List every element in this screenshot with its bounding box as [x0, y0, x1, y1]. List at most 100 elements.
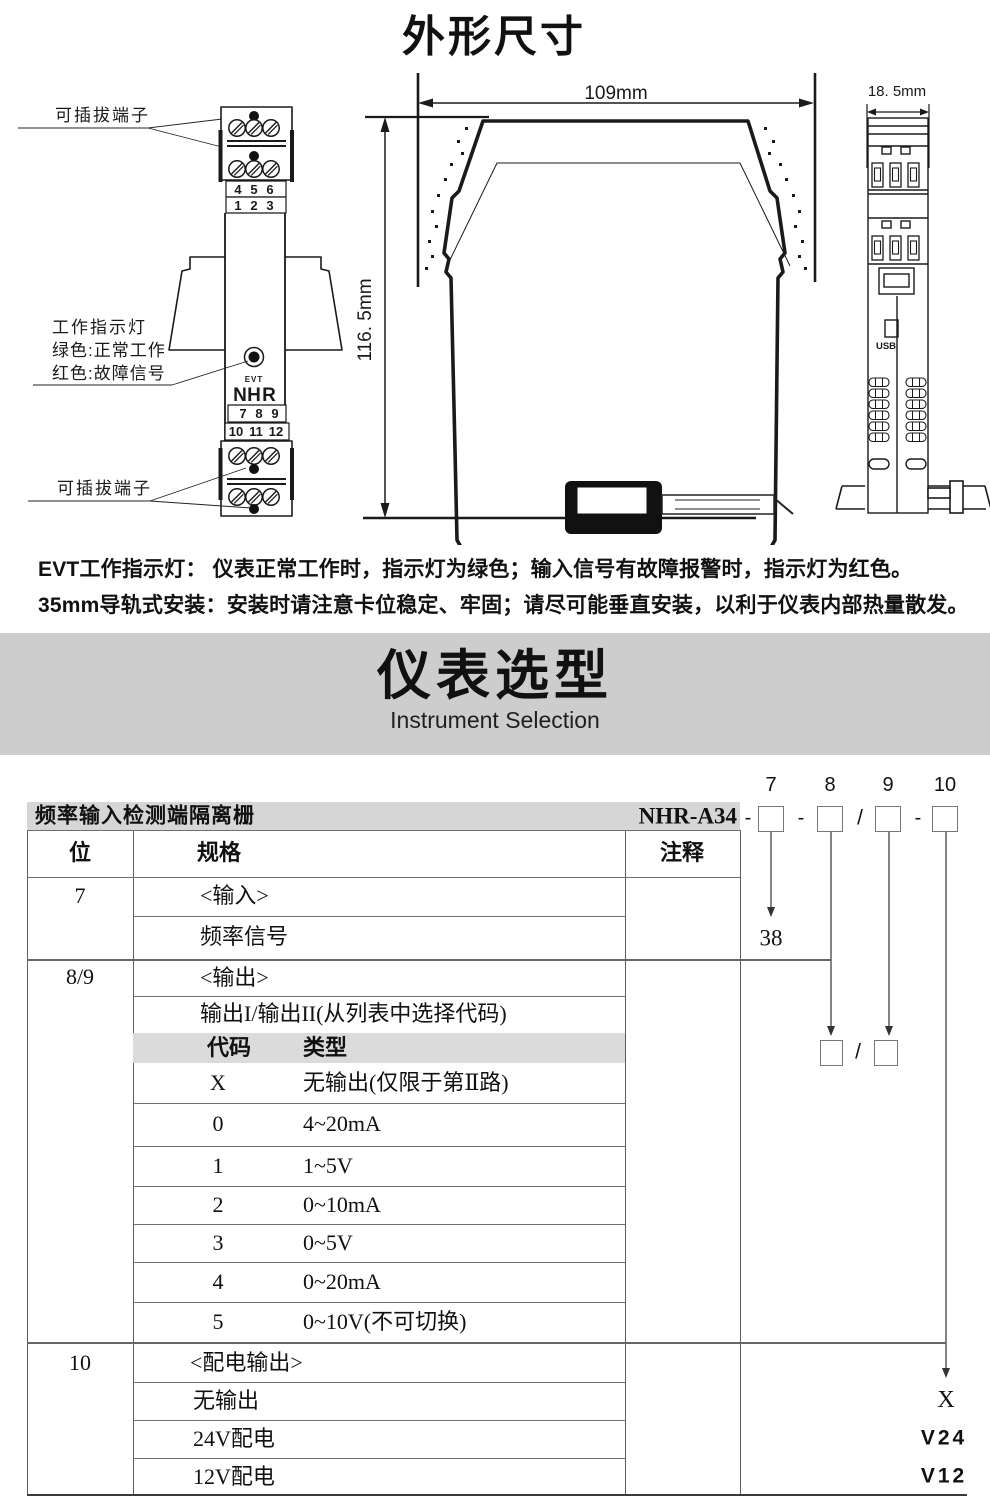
- product-name: 频率输入检测端隔离栅: [35, 804, 255, 828]
- digit-label-10: 10: [933, 774, 957, 796]
- vent-slots: [868, 377, 927, 443]
- position-7: 7: [74, 883, 86, 908]
- output-type: 0~5V: [303, 1230, 353, 1255]
- code-box-7: [758, 806, 784, 832]
- separator-slash: /: [857, 806, 863, 830]
- terminal-numbers-top: 4 5 6 1 2 3: [225, 180, 287, 214]
- svg-text:8: 8: [255, 406, 262, 421]
- banner-subtitle: Instrument Selection: [390, 707, 600, 734]
- output-code: 4: [212, 1269, 224, 1294]
- separator-dash: -: [914, 807, 922, 829]
- svg-text:R: R: [262, 385, 276, 406]
- led-callout-line3: 红色:故障信号: [52, 364, 166, 383]
- power-code-v12: V12: [920, 1464, 968, 1488]
- output-type: 4~20mA: [303, 1111, 381, 1136]
- code-box-8: [817, 806, 843, 832]
- col-header-note: 注释: [659, 840, 705, 865]
- terminal-numbers-bottom: 7 8 9 10 11 12: [224, 404, 290, 441]
- note-evt-indicator: EVT工作指示灯： 仪表正常工作时，指示灯为绿色；输入信号有故障报警时，指示灯为…: [38, 558, 913, 581]
- depth-dimension-label: 18. 5mm: [868, 83, 926, 100]
- power-code-v24: V24: [920, 1426, 968, 1450]
- release-clip-dot: [249, 464, 259, 474]
- code-box-10: [932, 806, 958, 832]
- height-dimension-label: 116. 5mm: [355, 278, 376, 361]
- power-option: 24V配电: [193, 1426, 275, 1451]
- dimension-drawings: 可插拔端子 4 5 6 1 2 3: [18, 73, 990, 545]
- din-rail: [168, 256, 343, 351]
- svg-text:6: 6: [266, 182, 273, 197]
- output-type: 无输出(仅限于第Ⅱ路): [303, 1070, 509, 1095]
- release-clip-dot: [249, 111, 259, 121]
- svg-text:10: 10: [229, 424, 243, 439]
- svg-text:H: H: [247, 385, 261, 406]
- pluggable-terminal-label-bottom: 可插拔端子: [57, 479, 152, 498]
- svg-text:9: 9: [271, 406, 278, 421]
- release-clip-dot: [249, 504, 259, 514]
- output-type: 1~5V: [303, 1153, 353, 1178]
- svg-text:2: 2: [250, 198, 257, 213]
- code-box-9: [875, 806, 901, 832]
- digit-label-9: 9: [882, 774, 894, 796]
- output-type: 0~10V(不可切换): [303, 1309, 467, 1334]
- terminal-block-bottom: [218, 440, 294, 517]
- power-option: 12V配电: [193, 1464, 275, 1489]
- width-dimension-label: 109mm: [584, 83, 647, 104]
- output-result-box-1: [820, 1040, 843, 1066]
- evt-led-indicator: [243, 346, 265, 368]
- power-section-header: <配电输出>: [190, 1350, 303, 1375]
- output-result-slash: /: [855, 1040, 861, 1064]
- output-result-box-2: [874, 1040, 898, 1066]
- svg-text:5: 5: [250, 182, 257, 197]
- separator-dash: -: [744, 807, 752, 829]
- input-signal-row: 频率信号: [200, 924, 289, 949]
- input-code-38: 38: [759, 925, 783, 951]
- shoulder-dots: [425, 127, 807, 270]
- nhr-logo: N H R: [233, 385, 276, 406]
- selection-table: 频率输入检测端隔离栅 NHR-A34 7 8 9 10 - - / -: [0, 760, 990, 1508]
- model-number: NHR-A34: [638, 803, 737, 829]
- svg-text:1: 1: [234, 198, 241, 213]
- svg-text:12: 12: [269, 424, 283, 439]
- svg-text:7: 7: [239, 406, 246, 421]
- output-subheader: 输出I/输出II(从列表中选择代码): [200, 1001, 507, 1026]
- side-din-rail: [835, 480, 990, 514]
- output-code: 0: [212, 1111, 224, 1136]
- case-outline: [442, 119, 787, 545]
- input-section-header: <输入>: [200, 883, 269, 908]
- power-code-x: X: [937, 1387, 955, 1413]
- led-callout-line2: 绿色:正常工作: [52, 341, 166, 360]
- position-8-9: 8/9: [65, 964, 95, 989]
- usb-label: USB: [876, 341, 896, 352]
- evt-label: EVT: [245, 375, 264, 384]
- separator-dash: -: [797, 807, 805, 829]
- note-rail-mounting: 35mm导轨式安装：安装时请注意卡位稳定、牢固；请尽可能垂直安装，以利于仪表内部…: [38, 594, 969, 617]
- digit-label-7: 7: [765, 774, 777, 796]
- selection-banner: 仪表选型 Instrument Selection: [0, 633, 990, 755]
- product-header-bar: [27, 802, 740, 830]
- output-section-header: <输出>: [200, 965, 269, 990]
- power-option: 无输出: [193, 1388, 260, 1413]
- svg-text:4: 4: [234, 182, 242, 197]
- svg-text:3: 3: [266, 198, 273, 213]
- banner-title: 仪表选型: [377, 646, 613, 706]
- type-col-header: 类型: [303, 1035, 348, 1060]
- svg-text:N: N: [233, 385, 247, 406]
- led-callout-line1: 工作指示灯: [52, 318, 147, 337]
- output-code: X: [210, 1070, 226, 1095]
- module-body: [224, 213, 286, 443]
- digit-label-8: 8: [824, 774, 836, 796]
- front-view-drawing: 可插拔端子 4 5 6 1 2 3: [18, 106, 343, 517]
- code-col-header: 代码: [207, 1035, 252, 1060]
- page-title: 外形尺寸: [402, 13, 586, 62]
- output-type: 0~20mA: [303, 1269, 381, 1294]
- pluggable-terminal-label-top: 可插拔端子: [55, 106, 150, 125]
- top-view-drawing: 109mm 116. 5mm: [355, 73, 817, 545]
- release-clip-dot: [249, 151, 259, 161]
- output-code: 3: [212, 1230, 224, 1255]
- output-code: 2: [212, 1192, 224, 1217]
- output-code: 5: [212, 1309, 224, 1334]
- col-header-position: 位: [68, 840, 92, 865]
- terminal-block-top: [218, 106, 294, 182]
- position-10: 10: [69, 1350, 91, 1375]
